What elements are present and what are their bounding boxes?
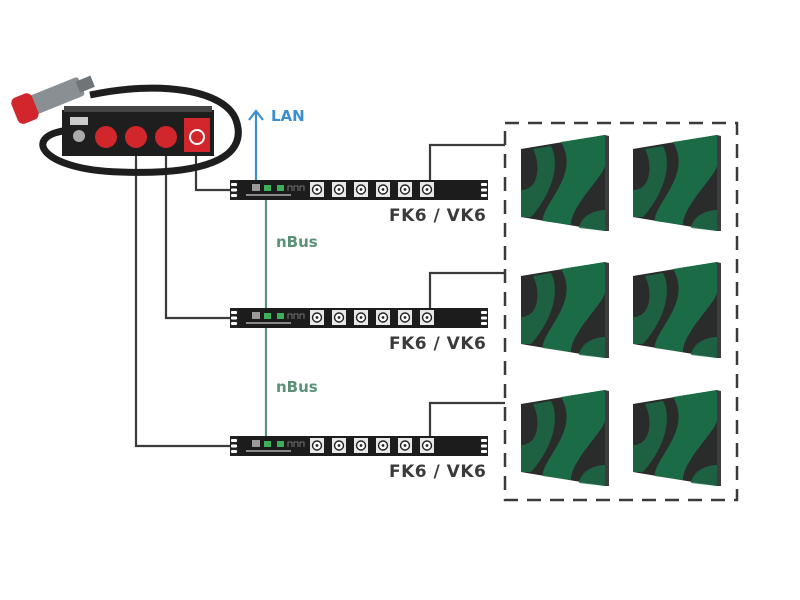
output-wires — [428, 143, 505, 437]
lan-label: LAN — [271, 107, 305, 125]
nbus-label-2: nBus — [276, 378, 318, 396]
pdu-unit-2 — [229, 307, 489, 329]
pdu-label-2: FK6 / VK6 — [389, 334, 487, 354]
led-panel — [633, 262, 721, 358]
led-panel — [633, 390, 721, 486]
red-socket — [95, 126, 117, 148]
power-wire-3 — [134, 150, 232, 448]
nbus-label-1: nBus — [276, 233, 318, 251]
led-wall-group-frame — [503, 121, 739, 502]
output-wire-1 — [428, 143, 505, 182]
output-wire-3 — [428, 401, 505, 437]
cee-plug — [11, 75, 95, 124]
power-distributor — [11, 75, 242, 176]
pdu-unit-3 — [229, 435, 489, 457]
led-panel — [633, 135, 721, 231]
lan-arrow — [248, 109, 264, 182]
red-socket — [125, 126, 147, 148]
output-wire-2 — [428, 271, 505, 310]
led-panel — [521, 262, 609, 358]
pdu-label-3: FK6 / VK6 — [389, 462, 487, 482]
led-panel — [521, 390, 609, 486]
led-panels — [521, 135, 721, 486]
pdu-unit-1 — [229, 179, 489, 201]
power-wires — [134, 150, 232, 448]
power-wire-2 — [164, 150, 232, 320]
power-cable — [39, 84, 242, 176]
led-panel — [521, 135, 609, 231]
pdu-label-1: FK6 / VK6 — [389, 206, 487, 226]
red-socket — [155, 126, 177, 148]
